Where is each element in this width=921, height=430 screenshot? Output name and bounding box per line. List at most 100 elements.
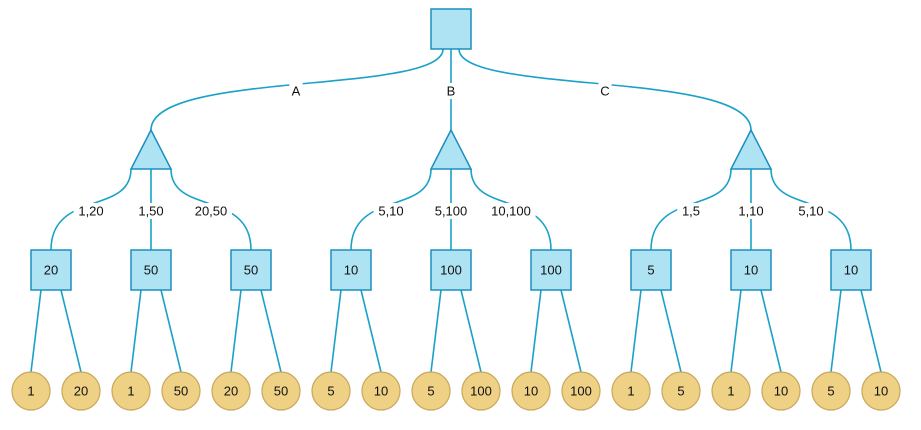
edge-label-bg bbox=[677, 203, 705, 219]
leaf-node-value: 50 bbox=[174, 384, 188, 399]
edge-decision-to-leaf bbox=[260, 289, 282, 373]
leaf-node-value: 1 bbox=[127, 384, 134, 399]
leaf-node bbox=[861, 371, 901, 411]
leaf-node-value: 20 bbox=[224, 384, 238, 399]
leaf-node bbox=[461, 371, 501, 411]
edge-label-bg bbox=[486, 203, 536, 219]
edge-label: 20,50 bbox=[195, 204, 228, 219]
edge-decision-to-leaf bbox=[530, 289, 542, 373]
leaf-node-value: 5 bbox=[827, 384, 834, 399]
leaf-node-value: 10 bbox=[374, 384, 388, 399]
leaf-node bbox=[361, 371, 401, 411]
leaf-node-value: 100 bbox=[470, 384, 492, 399]
decision-node bbox=[430, 249, 472, 291]
decision-node bbox=[530, 249, 572, 291]
edge-decision-to-leaf bbox=[560, 289, 582, 373]
edge-label-bg bbox=[430, 203, 472, 219]
edge-label-bg bbox=[373, 203, 409, 219]
edge-decision-to-leaf bbox=[860, 289, 882, 373]
decision-node-value: 20 bbox=[44, 263, 58, 278]
leaf-node bbox=[111, 371, 151, 411]
leaf-node bbox=[611, 371, 651, 411]
branch-label-b-bg bbox=[444, 83, 458, 99]
leaf-node bbox=[561, 371, 601, 411]
leaf-node-value: 10 bbox=[524, 384, 538, 399]
leaf-node-value: 10 bbox=[874, 384, 888, 399]
decision-node-value: 50 bbox=[244, 263, 258, 278]
decision-node bbox=[330, 249, 372, 291]
edge-label-bg bbox=[793, 203, 829, 219]
edge-decision-to-leaf bbox=[660, 289, 682, 373]
edge-decision-to-leaf bbox=[30, 289, 42, 373]
branch-label-c-bg bbox=[598, 83, 612, 99]
leaf-node-value: 20 bbox=[74, 384, 88, 399]
leaf-node-value: 1 bbox=[727, 384, 734, 399]
edge-label: 1,5 bbox=[682, 204, 700, 219]
edge-decision-to-leaf bbox=[60, 289, 82, 373]
branch-label-c: C bbox=[600, 84, 609, 99]
leaf-node bbox=[61, 371, 101, 411]
leaf-node-value: 5 bbox=[427, 384, 434, 399]
edge-label: 5,100 bbox=[435, 204, 468, 219]
edge-decision-to-leaf bbox=[430, 289, 442, 373]
branch-label-b: B bbox=[447, 84, 456, 99]
leaf-node bbox=[511, 371, 551, 411]
edge-label: 1,10 bbox=[738, 204, 763, 219]
leaf-node-value: 5 bbox=[327, 384, 334, 399]
edge-decision-to-leaf bbox=[160, 289, 182, 373]
decision-node-value: 50 bbox=[144, 263, 158, 278]
leaf-node-value: 1 bbox=[27, 384, 34, 399]
leaf-node bbox=[811, 371, 851, 411]
edge-label: 10,100 bbox=[491, 204, 531, 219]
branch-label-a: A bbox=[292, 84, 301, 99]
decision-node bbox=[830, 249, 872, 291]
leaf-node bbox=[211, 371, 251, 411]
edge-decision-to-leaf bbox=[460, 289, 482, 373]
leaf-node bbox=[761, 371, 801, 411]
leaf-node bbox=[711, 371, 751, 411]
leaf-node-value: 100 bbox=[570, 384, 592, 399]
leaf-node-value: 5 bbox=[677, 384, 684, 399]
decision-node-value: 100 bbox=[440, 263, 462, 278]
chance-node-b bbox=[429, 128, 473, 170]
chance-node-c bbox=[729, 128, 773, 170]
edge-label: 1,50 bbox=[138, 204, 163, 219]
edge-decision-to-leaf bbox=[760, 289, 782, 373]
decision-node-value: 10 bbox=[844, 263, 858, 278]
edge-decision-to-leaf bbox=[230, 289, 242, 373]
leaf-node bbox=[661, 371, 701, 411]
edge-label-bg bbox=[73, 203, 109, 219]
edge-decision-to-leaf bbox=[330, 289, 342, 373]
edge-label: 5,10 bbox=[798, 204, 823, 219]
leaf-node bbox=[311, 371, 351, 411]
edge-decision-to-leaf bbox=[830, 289, 842, 373]
edge-label-bg bbox=[733, 203, 769, 219]
decision-node bbox=[730, 249, 772, 291]
edge-decision-to-leaf bbox=[730, 289, 742, 373]
chance-node-a bbox=[129, 128, 173, 170]
branch-label-a-bg bbox=[289, 83, 303, 99]
leaf-node bbox=[261, 371, 301, 411]
root-decision-node bbox=[430, 8, 472, 50]
decision-node bbox=[630, 249, 672, 291]
edge-decision-to-leaf bbox=[630, 289, 642, 373]
leaf-node bbox=[161, 371, 201, 411]
tree-nodes: 20 1 20 50 1 50 50 20 50 10 5 10 100 5 100 100 10 100 5 1 5 1… bbox=[11, 8, 901, 411]
leaf-node-value: 50 bbox=[274, 384, 288, 399]
leaf-node-value: 1 bbox=[627, 384, 634, 399]
decision-node-value: 5 bbox=[647, 263, 654, 278]
decision-node-value: 10 bbox=[744, 263, 758, 278]
leaf-node bbox=[11, 371, 51, 411]
decision-node bbox=[130, 249, 172, 291]
edge-label: 1,20 bbox=[78, 204, 103, 219]
decision-node-value: 100 bbox=[540, 263, 562, 278]
decision-node bbox=[30, 249, 72, 291]
edge-label-bg bbox=[190, 203, 232, 219]
edge-label-bg bbox=[133, 203, 169, 219]
decision-node-value: 10 bbox=[344, 263, 358, 278]
edge-decision-to-leaf bbox=[130, 289, 142, 373]
edge-decision-to-leaf bbox=[360, 289, 382, 373]
leaf-node bbox=[411, 371, 451, 411]
